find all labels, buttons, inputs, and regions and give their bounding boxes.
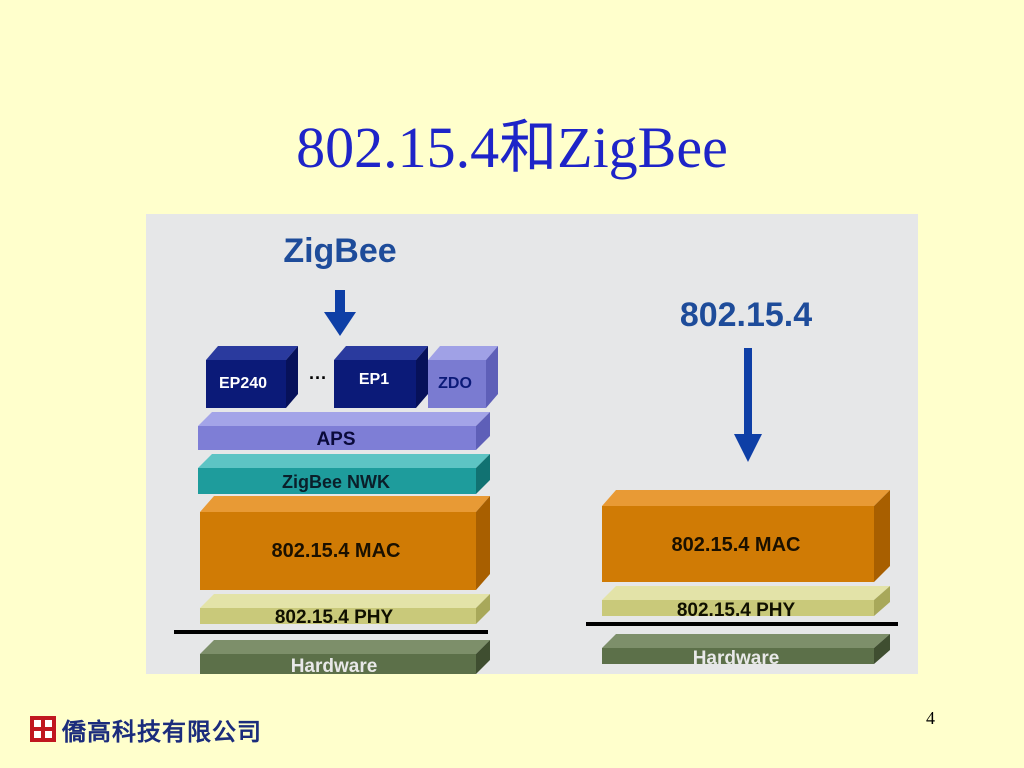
endpoint-ep240-label: EP240: [219, 375, 267, 392]
layer-aps: APS: [198, 412, 490, 450]
company-name: 僑高科技有限公司: [62, 717, 262, 746]
endpoint-ep240: EP240: [206, 346, 298, 408]
slide-title: 802.15.4和ZigBee: [296, 115, 728, 180]
zigbee-heading: ZigBee: [283, 232, 396, 270]
endpoint-ellipsis: ···: [309, 368, 327, 388]
layer-phy-right: 802.15.4 PHY: [602, 586, 890, 621]
endpoint-zdo: ZDO: [428, 346, 498, 408]
layer-phy-left-label: 802.15.4 PHY: [275, 607, 394, 628]
layer-hardware-left-label: Hardware: [291, 656, 378, 674]
company-logo: 僑高科技有限公司: [30, 712, 262, 746]
layer-mac-right: 802.15.4 MAC: [602, 490, 890, 582]
ieee802154-down-arrow-icon: [734, 348, 762, 462]
page-number: 4: [926, 708, 935, 728]
ieee802154-heading: 802.15.4: [680, 296, 812, 334]
endpoint-zdo-label: ZDO: [438, 375, 472, 392]
layer-mac-left: 802.15.4 MAC: [200, 496, 490, 590]
hardware-divider-right: [586, 622, 898, 626]
layer-mac-left-label: 802.15.4 MAC: [272, 540, 401, 562]
company-logo-icon: [30, 716, 56, 742]
stack-diagram-panel: ZigBee EP240 ··· EP1 ZDO: [146, 214, 918, 677]
hardware-divider-left: [174, 630, 488, 634]
layer-hardware-right-label: Hardware: [693, 648, 780, 669]
zigbee-down-arrow-icon: [324, 290, 356, 336]
layer-aps-label: APS: [316, 429, 355, 450]
layer-zigbee-nwk: ZigBee NWK: [198, 454, 490, 494]
layer-mac-right-label: 802.15.4 MAC: [672, 534, 801, 556]
protocol-stack-diagram: ZigBee EP240 ··· EP1 ZDO: [174, 232, 898, 677]
layer-zigbee-nwk-label: ZigBee NWK: [282, 472, 390, 492]
layer-phy-right-label: 802.15.4 PHY: [677, 600, 796, 621]
layer-hardware-left: Hardware: [200, 640, 490, 677]
endpoint-ep1: EP1: [334, 346, 428, 408]
endpoint-ep1-label: EP1: [359, 371, 389, 388]
layer-phy-left: 802.15.4 PHY: [200, 594, 490, 628]
layer-hardware-right: Hardware: [602, 634, 890, 669]
